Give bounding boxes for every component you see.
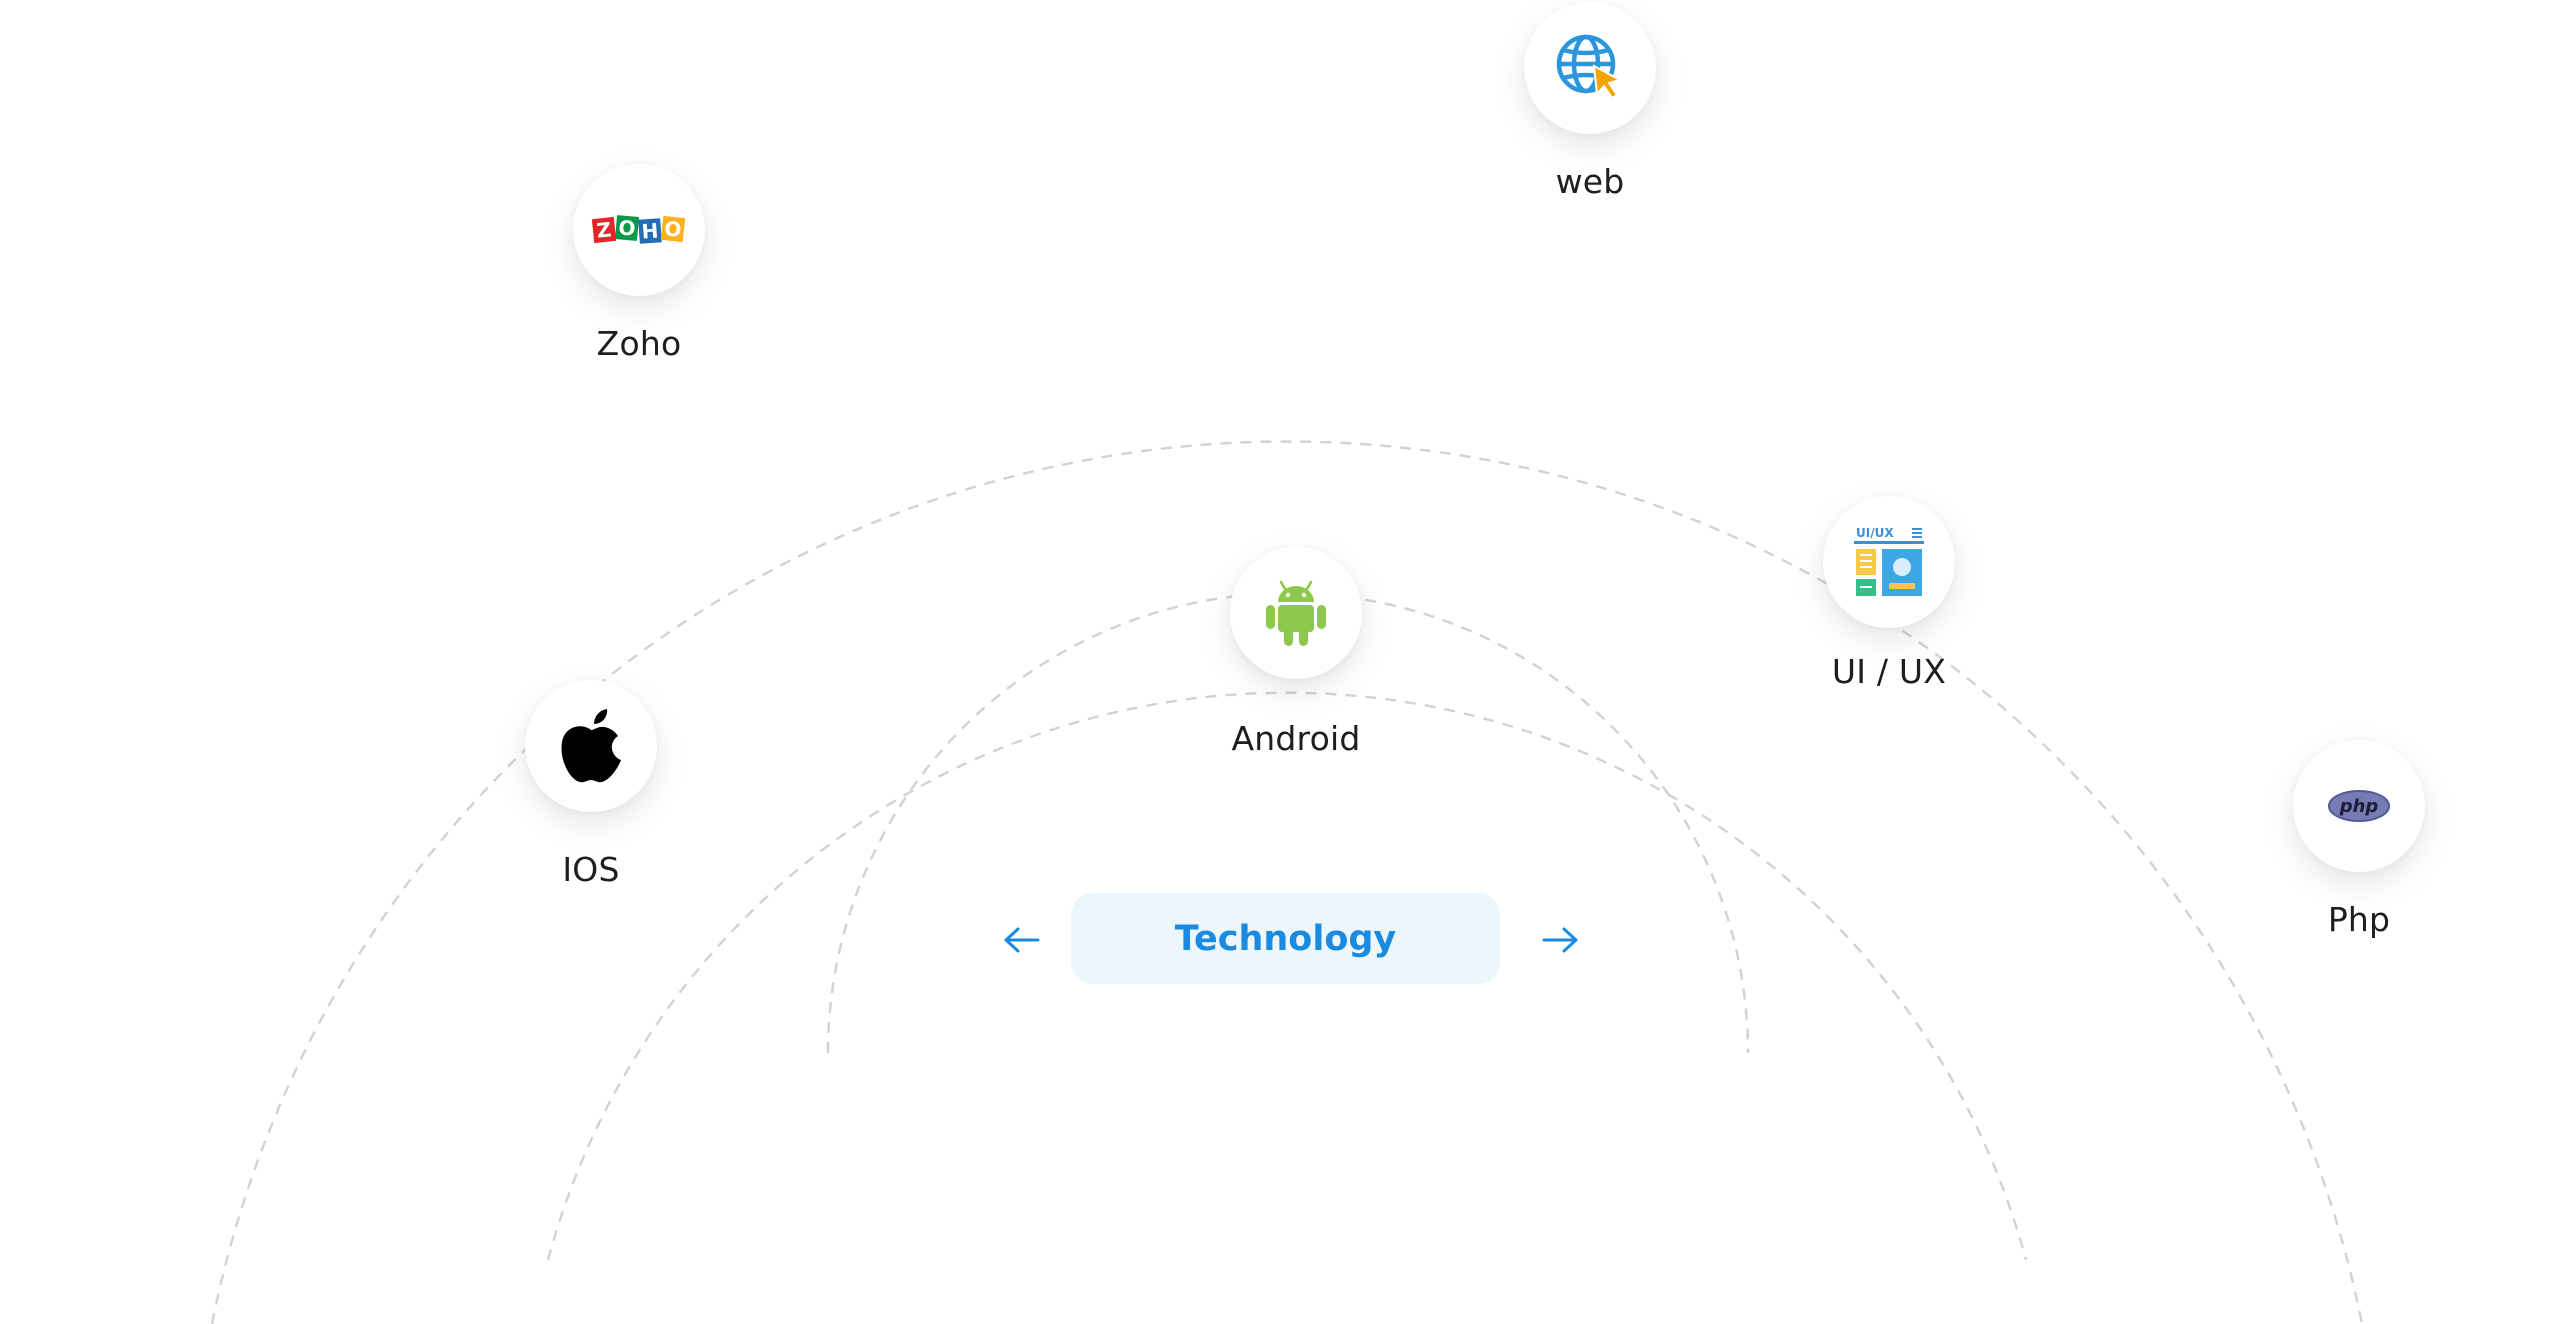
ui-ux-icon: UI/UX [1854, 526, 1924, 596]
zoho-letter: O [617, 215, 636, 240]
prev-arrow-button[interactable] [997, 920, 1047, 960]
php-logo-text: php [2339, 796, 2379, 817]
tech-label: web [1555, 162, 1625, 201]
technology-button[interactable]: Technology [1071, 893, 1500, 984]
ui-ux-icon-text: UI/UX [1856, 526, 1894, 540]
zoho-letter: H [641, 218, 659, 243]
tech-bubble [525, 680, 657, 812]
tech-label: Php [2327, 900, 2391, 939]
tech-node-ios[interactable]: IOS [441, 680, 741, 940]
arrow-right-icon [1542, 927, 1578, 953]
tech-bubble: php [2293, 740, 2425, 872]
tech-bubble [1524, 2, 1656, 134]
tech-bubble: UI/UX [1823, 496, 1955, 628]
php-logo-icon: php [2328, 790, 2390, 822]
tech-node-zoho[interactable]: Z O H O Zoho [489, 164, 789, 424]
globe-cursor-icon [1556, 34, 1623, 100]
tech-node-ui-ux[interactable]: UI/UX UI / UX [1739, 496, 2039, 756]
middle-orbit [546, 691, 2028, 1261]
zoho-letter: O [663, 216, 682, 242]
tech-label: Zoho [596, 324, 682, 363]
tech-node-web[interactable]: web [1440, 2, 1740, 262]
next-arrow-button[interactable] [1535, 920, 1585, 960]
tech-bubble [1230, 547, 1362, 679]
tech-label: UI / UX [1831, 652, 1947, 691]
tech-label: Android [1231, 719, 1361, 758]
arrow-left-icon [1004, 927, 1040, 953]
zoho-logo-icon: Z O H O [591, 215, 686, 244]
tech-node-android[interactable]: Android [1146, 547, 1446, 807]
outer-orbit [210, 440, 2364, 1324]
tech-label: IOS [562, 850, 620, 889]
android-icon [1266, 580, 1326, 646]
zoho-letter: Z [596, 217, 613, 242]
tech-node-php[interactable]: php Php [2209, 740, 2509, 1000]
tech-bubble: Z O H O [573, 164, 705, 296]
apple-icon [561, 709, 621, 783]
